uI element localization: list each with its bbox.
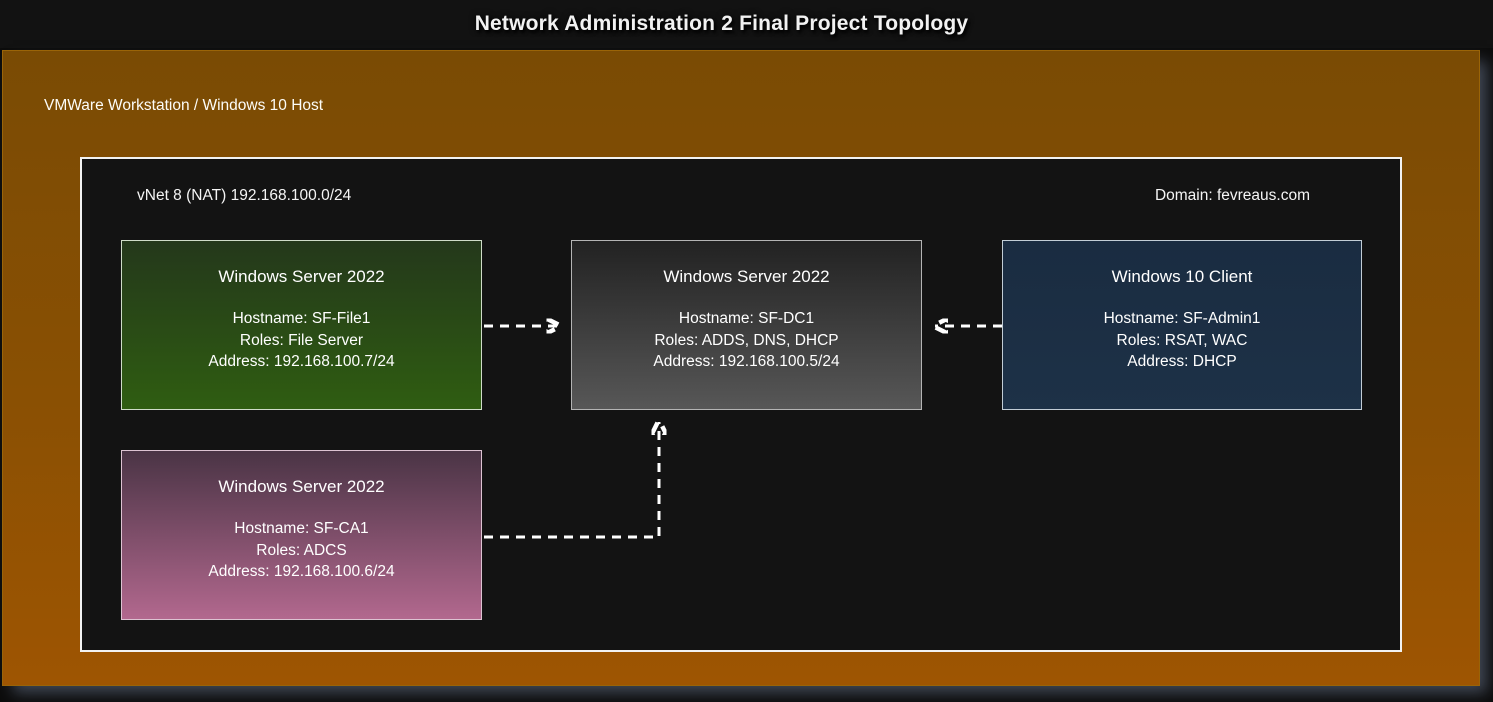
arrow-ca1-to-dc1: [484, 422, 659, 539]
node-sf-file1: Windows Server 2022 Hostname: SF-File1 R…: [121, 240, 482, 410]
node-address: Address: 192.168.100.7/24: [208, 353, 395, 370]
host-panel-label: VMWare Workstation / Windows 10 Host: [44, 97, 324, 114]
node-title: Windows Server 2022: [218, 267, 385, 286]
node-sf-admin1: Windows 10 Client Hostname: SF-Admin1 Ro…: [1002, 240, 1362, 410]
node-sf-ca1: Windows Server 2022 Hostname: SF-CA1 Rol…: [121, 450, 482, 620]
node-address: Address: 192.168.100.5/24: [653, 353, 840, 370]
node-address: Address: DHCP: [1127, 353, 1237, 370]
node-hostname: Hostname: SF-File1: [232, 310, 371, 327]
node-hostname: Hostname: SF-CA1: [234, 520, 369, 537]
node-roles: Roles: File Server: [239, 331, 364, 349]
node-hostname: Hostname: SF-Admin1: [1103, 310, 1261, 327]
page-title: Network Administration 2 Final Project T…: [474, 12, 969, 35]
host-panel: VMWare Workstation / Windows 10 Host vNe…: [2, 50, 1480, 686]
domain-label: Domain: fevreaus.com: [1154, 187, 1310, 204]
node-sf-dc1: Windows Server 2022 Hostname: SF-DC1 Rol…: [571, 240, 922, 410]
node-title: Windows Server 2022: [218, 477, 385, 496]
node-address: Address: 192.168.100.6/24: [208, 563, 395, 580]
node-title: Windows Server 2022: [663, 267, 830, 286]
vnet-label: vNet 8 (NAT) 192.168.100.0/24: [137, 187, 352, 204]
node-title: Windows 10 Client: [1111, 267, 1253, 286]
vnet-container: vNet 8 (NAT) 192.168.100.0/24 Domain: fe…: [80, 157, 1402, 652]
node-hostname: Hostname: SF-DC1: [678, 310, 815, 327]
node-roles: Roles: ADDS, DNS, DHCP: [654, 331, 839, 349]
title-bar: Network Administration 2 Final Project T…: [0, 0, 1493, 48]
node-roles: Roles: RSAT, WAC: [1116, 331, 1248, 349]
node-roles: Roles: ADCS: [256, 541, 347, 559]
